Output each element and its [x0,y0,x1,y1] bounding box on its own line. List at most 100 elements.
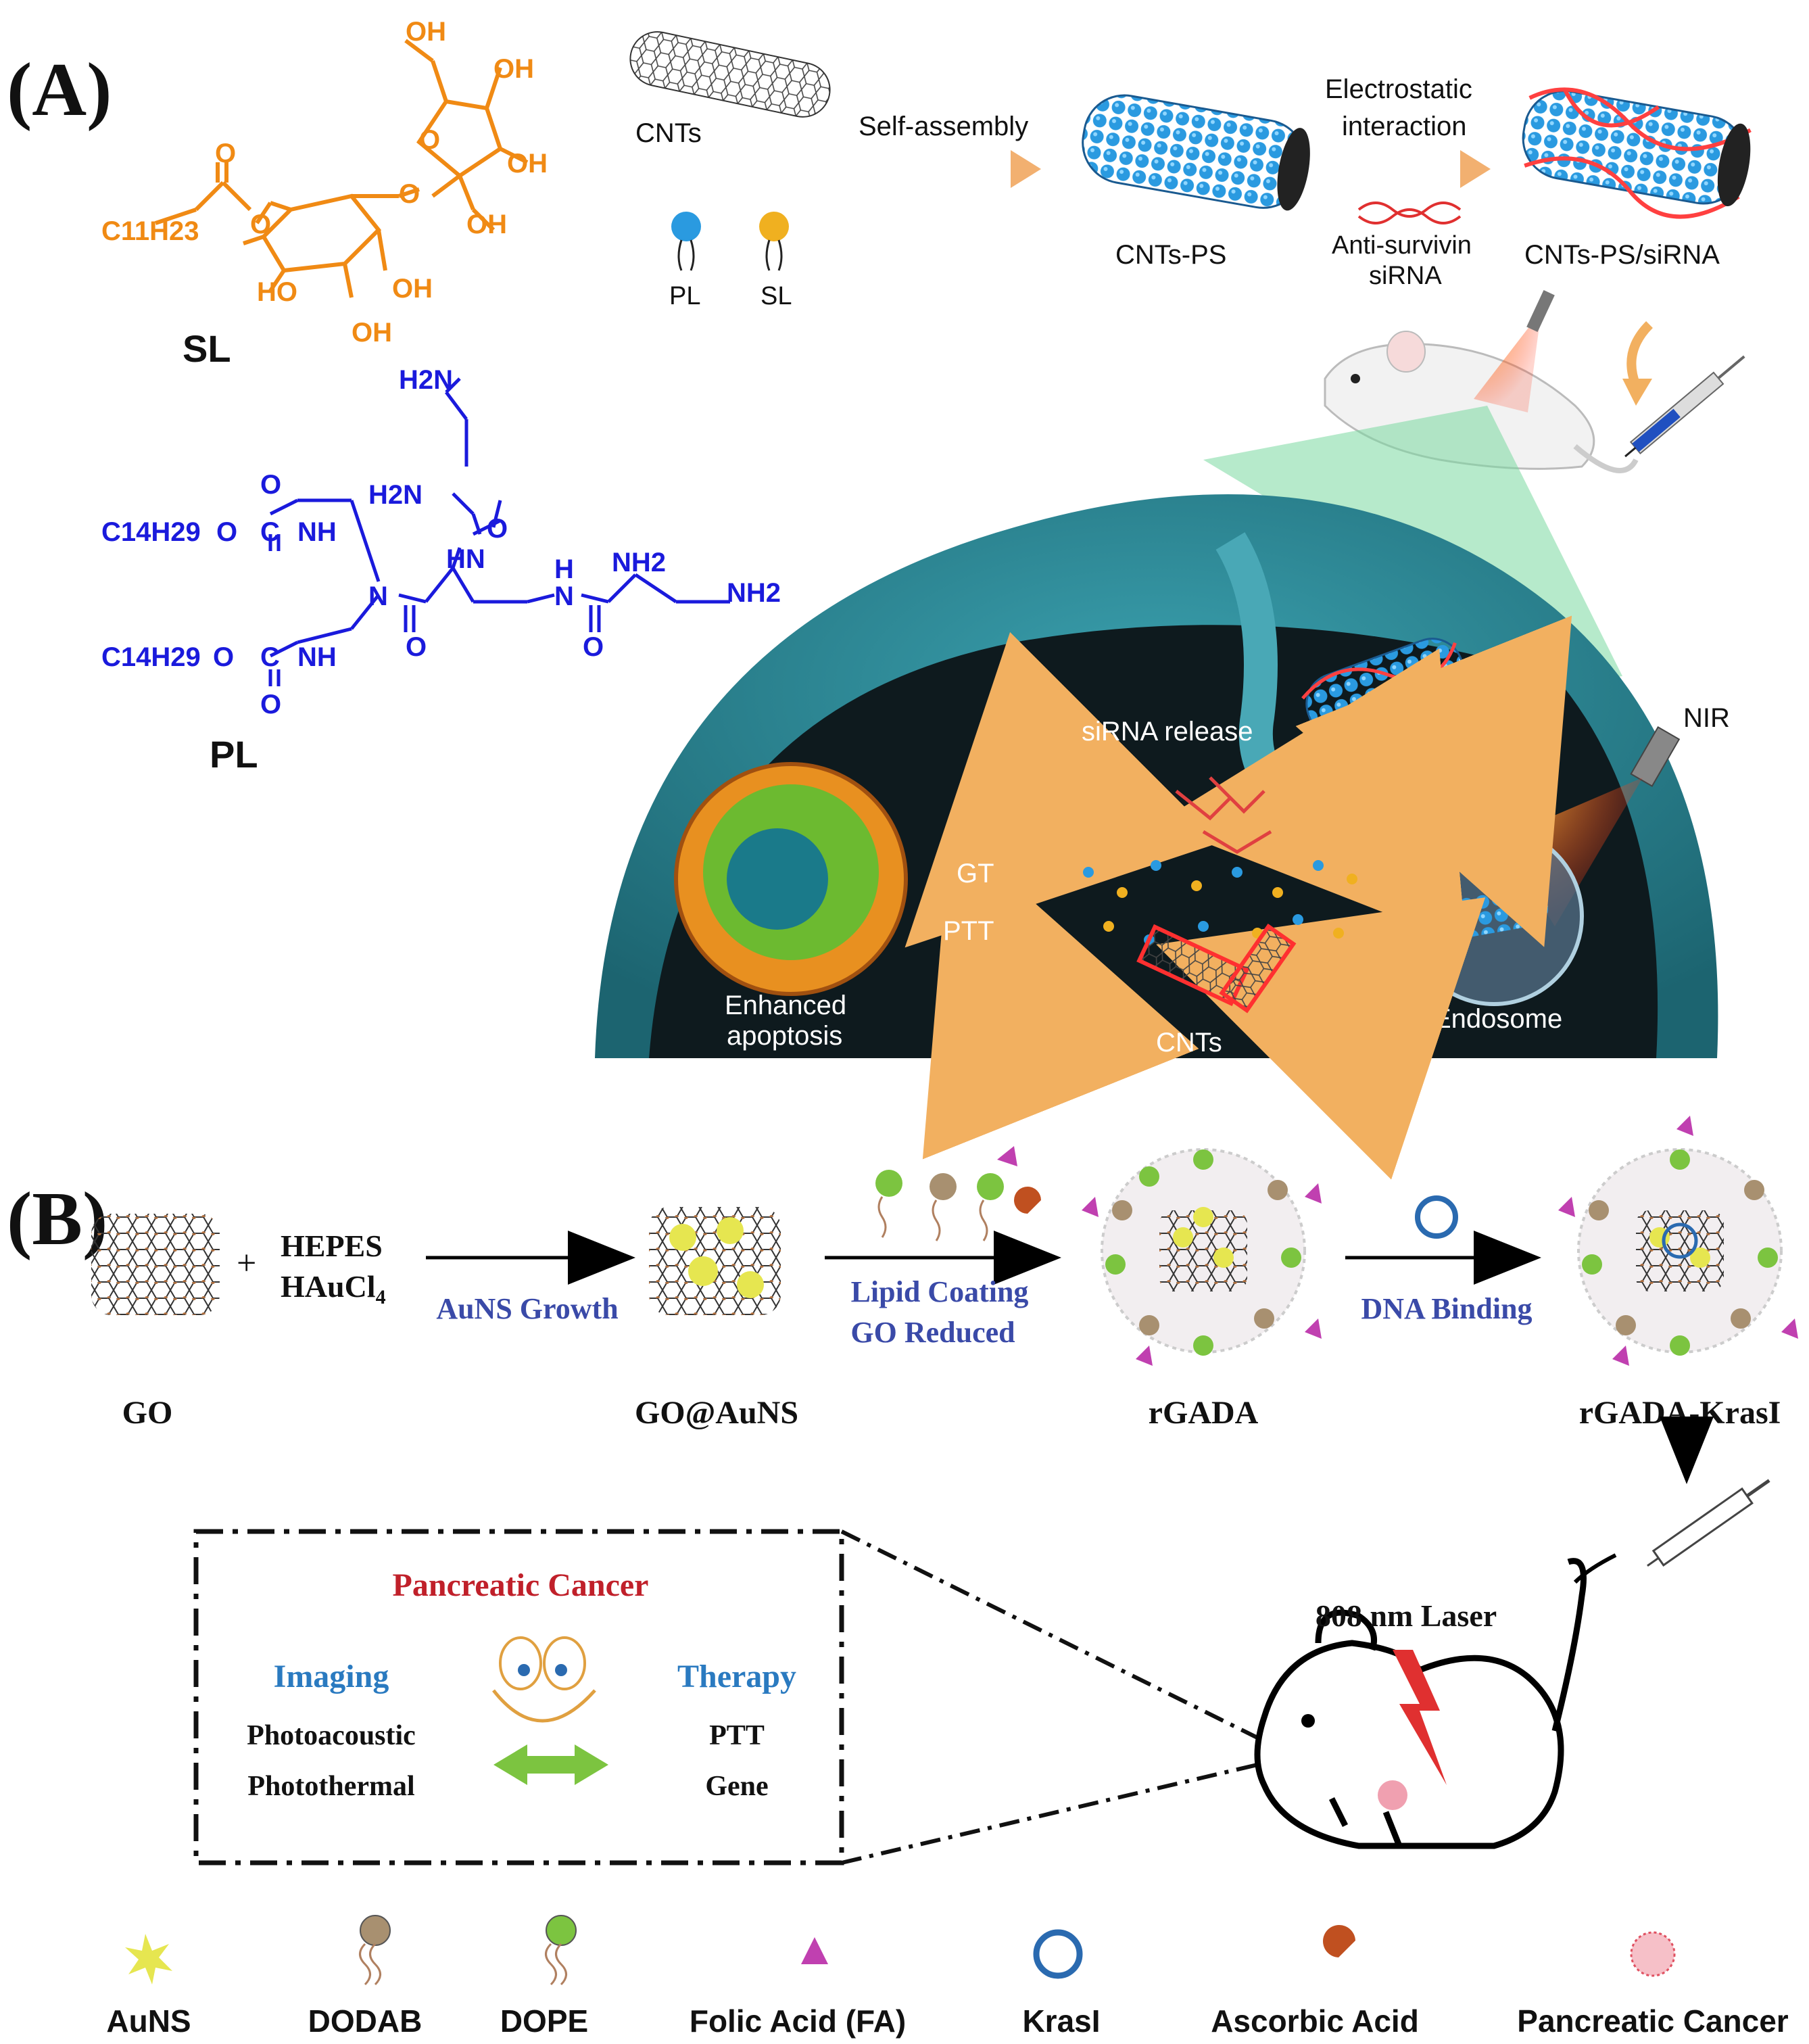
go-auns-label: GO@AuNS [635,1395,798,1431]
laser-bolt-icon [1393,1650,1447,1785]
enhanced-label-1: Enhanced [725,991,846,1020]
sl-oh-4: OH [466,210,507,239]
krasi-plasmid-icon [1415,1195,1458,1239]
cnts-label: CNTs [635,118,702,148]
legend-cancer-icon [1630,1931,1676,1977]
nir-label: NIR [1683,703,1730,733]
laser-pointer-a [1526,290,1555,332]
glowing-cnts [1136,924,1297,1014]
plus-sign: + [237,1244,256,1283]
cnts-ps-sirna-label: CNTs-PS/siRNA [1524,240,1720,270]
pl-o-4: O [260,690,281,719]
pl-lipid-icon [671,212,701,271]
rgada-krasi-label: rGADA-KrasI [1579,1395,1781,1431]
arrow-to-cnts [1156,897,1486,1180]
legend-ascorbic-icon [1323,1925,1355,1957]
electrostatic-arrowhead [1460,150,1491,188]
hepes-label: HEPES [281,1229,383,1263]
legend-dope-icon [546,1915,577,1946]
sl-oh-1: OH [406,17,446,47]
pl-o-6: O [487,514,508,544]
self-assembly-label: Self-assembly [859,112,1028,141]
legend-auns-icon [125,1934,172,1984]
therapy-heading: Therapy [677,1659,796,1694]
sl-lipid-icon [759,212,789,271]
photothermal-label: Photothermal [247,1771,414,1802]
go-label: GO [122,1395,173,1431]
legend-auns: AuNS [106,2003,191,2039]
pl-chain-top: C14H29 [101,517,201,547]
pl-nh2-2: NH2 [727,578,781,608]
pl-n-2: N [554,581,574,611]
legend-cancer: Pancreatic Cancer [1517,2003,1789,2039]
self-assembly-arrowhead [1011,150,1041,188]
legend-krasi: KrasI [1022,2003,1100,2039]
haucl4-label: HAuCl4 [281,1269,386,1308]
pl-nh-top: NH [297,517,337,547]
injection-arrow [1626,321,1654,387]
rgada-krasi-particle [1558,1116,1798,1366]
pl-chain-bottom: C14H29 [101,642,201,672]
sl-labels: OH OH OH OH HO OH OH C11H23 O O O O [101,17,548,348]
pl-h: H [554,554,574,584]
go-sheet [91,1214,220,1315]
free-lipids [1083,860,1357,945]
lipid-components [875,1146,1041,1241]
sl-ester-o: O [250,210,271,239]
pl-h2n-1: H2N [368,480,423,510]
sl-ho: HO [257,277,297,307]
sl-carbonyl-o: O [215,139,236,168]
pl-h2n-2: H2N [399,365,453,395]
apoptotic-cell [674,762,908,996]
syringe-b [1647,1479,1770,1567]
sirna-release-label: siRNA release [1082,717,1253,746]
sirna-helix-icon [1357,201,1462,224]
pl-n: N [368,581,388,611]
photoacoustic-label: Photoacoustic [247,1720,416,1751]
cnts-ps-particle [1082,94,1310,211]
legend-krasi-icon [1033,1929,1083,1979]
sl-furan-o: O [419,125,440,155]
raw-cnt [629,31,831,118]
arrow-sirna-release [1156,648,1466,945]
legend-fa-icon [801,1937,828,1964]
zoom-line-bottom [841,1763,1258,1865]
mouse-b [1254,1558,1587,1849]
pl-c-top: C [260,517,280,547]
sl-oh-2: OH [493,54,534,84]
cnts-ps-sirna-particle [1522,87,1752,219]
legend [125,1915,1676,1986]
go-auns-sheet [649,1207,781,1315]
electrostatic-label-1: Electrostatic [1325,74,1472,104]
pl-nh2-1: NH2 [612,548,666,577]
pl-o-5: O [406,632,427,662]
sl-structure [155,39,529,298]
pl-name: PL [210,733,258,776]
auns-growth-label: AuNS Growth [436,1292,618,1325]
dna-binding-label: DNA Binding [1361,1292,1532,1325]
gene-therapy-label: Gene [705,1771,768,1802]
pl-labels: C14H29 C14H29 O C O NH O C O NH N O HN O… [101,365,781,719]
go-reduced-label: GO Reduced [850,1316,1015,1349]
pl-o-3: O [213,642,234,672]
pl-o-7: O [583,632,604,662]
anti-survivin-label-2: siRNA [1369,262,1442,290]
imaging-heading: Imaging [274,1659,389,1694]
tumor-icon [1378,1780,1407,1810]
pl-structure [268,377,730,686]
sl-ring-o: O [399,179,420,209]
cnts-ps-label: CNTs-PS [1115,240,1226,270]
pl-c-bottom: C [260,642,280,672]
sl-oh-5: OH [392,274,433,304]
syringe-a [1624,355,1745,458]
enhanced-label-2: apoptosis [727,1021,842,1051]
pl-nh-bottom: NH [297,642,337,672]
legend-dodab-icon [360,1915,391,1946]
sl-name: SL [183,327,231,370]
pl-hn: HN [446,544,485,574]
ptt-therapy-label: PTT [709,1720,765,1751]
sl-oh-6: OH [352,318,392,348]
ptt-label: PTT [943,916,994,946]
legend-dodab: DODAB [308,2003,423,2039]
